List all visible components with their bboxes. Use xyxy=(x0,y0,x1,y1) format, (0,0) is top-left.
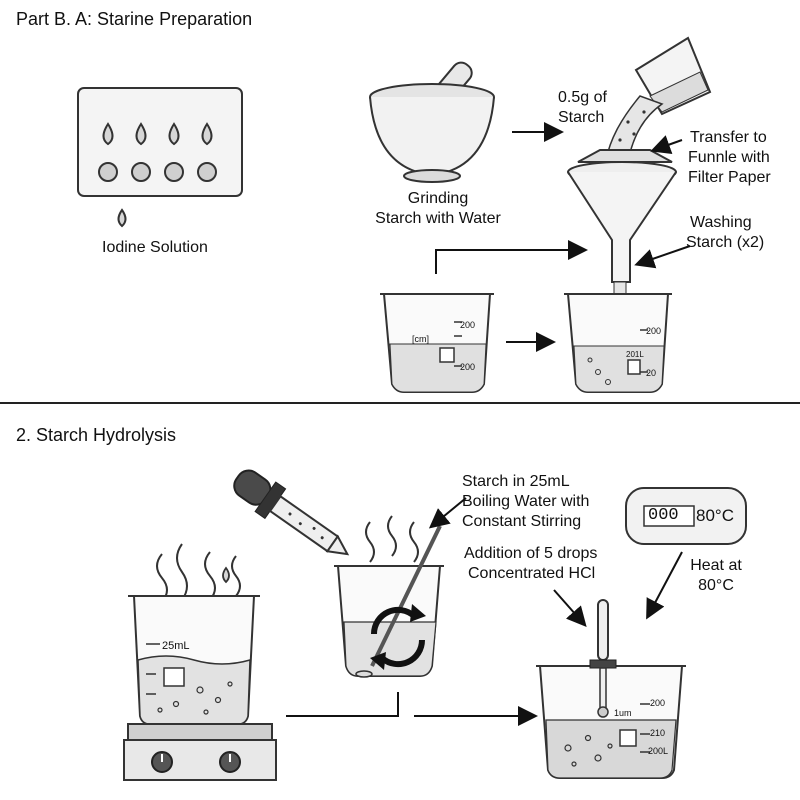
thermometer-display-unit: 80°C xyxy=(696,506,734,525)
beaker-water-icon xyxy=(380,293,494,393)
transfer-label-line3: Filter Paper xyxy=(688,169,771,186)
heat-label-line2: 80°C xyxy=(698,577,734,594)
section-title-starch-hydrolysis: 2. Starch Hydrolysis xyxy=(16,425,177,445)
section-title-starch-preparation: Part B. A: Starine Preparation xyxy=(16,9,253,29)
thermometer-display-value: 000 xyxy=(648,506,679,525)
beaker-right-mark-top: 200 xyxy=(646,326,662,336)
spot-plate-icon xyxy=(77,87,243,197)
final-beaker-mark-3: 210 xyxy=(650,728,666,738)
hcl-label-line2: Concentrated HCl xyxy=(468,565,596,582)
rotation-arrows-icon xyxy=(370,606,426,668)
stirring-beaker-icon xyxy=(334,525,444,678)
transfer-label-line1: Transfer to xyxy=(690,129,767,146)
iodine-solution-label: Iodine Solution xyxy=(102,239,208,256)
beaker-left-mark-mid: [cm] xyxy=(412,334,429,344)
thermometer-probe-icon xyxy=(589,599,617,718)
steam-icon xyxy=(156,543,241,603)
section-divider xyxy=(0,402,800,404)
beaker-volume-label: 25mL xyxy=(162,640,190,652)
grinding-label-line2: Starch with Water xyxy=(375,210,501,227)
final-beaker-mark-4: 200L xyxy=(648,746,669,756)
heat-label-line1: Heat at xyxy=(690,557,742,574)
washing-label-line2: Starch (x2) xyxy=(686,234,765,251)
reaction-beaker-icon xyxy=(536,665,686,779)
beaker-left-mark-bottom: 200 xyxy=(460,362,476,372)
washing-label-line1: Washing xyxy=(690,214,752,231)
dropper-icon xyxy=(233,469,350,556)
hcl-drop-icon xyxy=(222,566,230,584)
grinding-label-line1: Grinding xyxy=(407,190,469,207)
panel-starch-hydrolysis: 2. Starch Hydrolysis xyxy=(0,404,800,800)
beaker-right-mark-mid: 201L xyxy=(626,350,644,359)
starch-hydrolysis-illustration xyxy=(123,469,747,781)
beaker-right-mark-bottom: 20 xyxy=(646,368,657,378)
beaker-filtrate-icon xyxy=(564,293,672,393)
beaker-left-mark-top: 200 xyxy=(460,320,476,330)
starch-boiling-label-line3: Constant Stirring xyxy=(462,513,582,530)
pouring-beaker-icon xyxy=(634,36,712,116)
transfer-label-line2: Funnle with xyxy=(688,149,770,166)
mortar-pestle-icon xyxy=(369,61,495,183)
final-beaker-mark-2: 1um xyxy=(614,708,632,718)
starch-amount-label-line1: 0.5g of xyxy=(558,89,607,106)
boiling-beaker-icon xyxy=(128,595,260,725)
starch-amount-label-line2: Starch xyxy=(558,109,605,126)
hot-plate-icon xyxy=(123,723,277,781)
starch-boiling-label-line2: Boiling Water with xyxy=(462,493,590,510)
digital-thermometer-icon xyxy=(625,487,747,545)
stirring-rod-icon xyxy=(370,525,442,667)
middle-steam-icon xyxy=(365,515,419,563)
final-beaker-mark-1: 200 xyxy=(650,698,666,708)
hcl-label-line1: Addition of 5 drops xyxy=(464,545,598,562)
starch-preparation-illustration xyxy=(77,36,712,393)
iodine-drop-icon xyxy=(117,208,127,228)
panel-starch-preparation: Part B. A: Starine Preparation xyxy=(16,9,771,393)
funnel-icon xyxy=(567,149,677,283)
starch-boiling-label-line1: Starch in 25mL xyxy=(462,473,570,490)
